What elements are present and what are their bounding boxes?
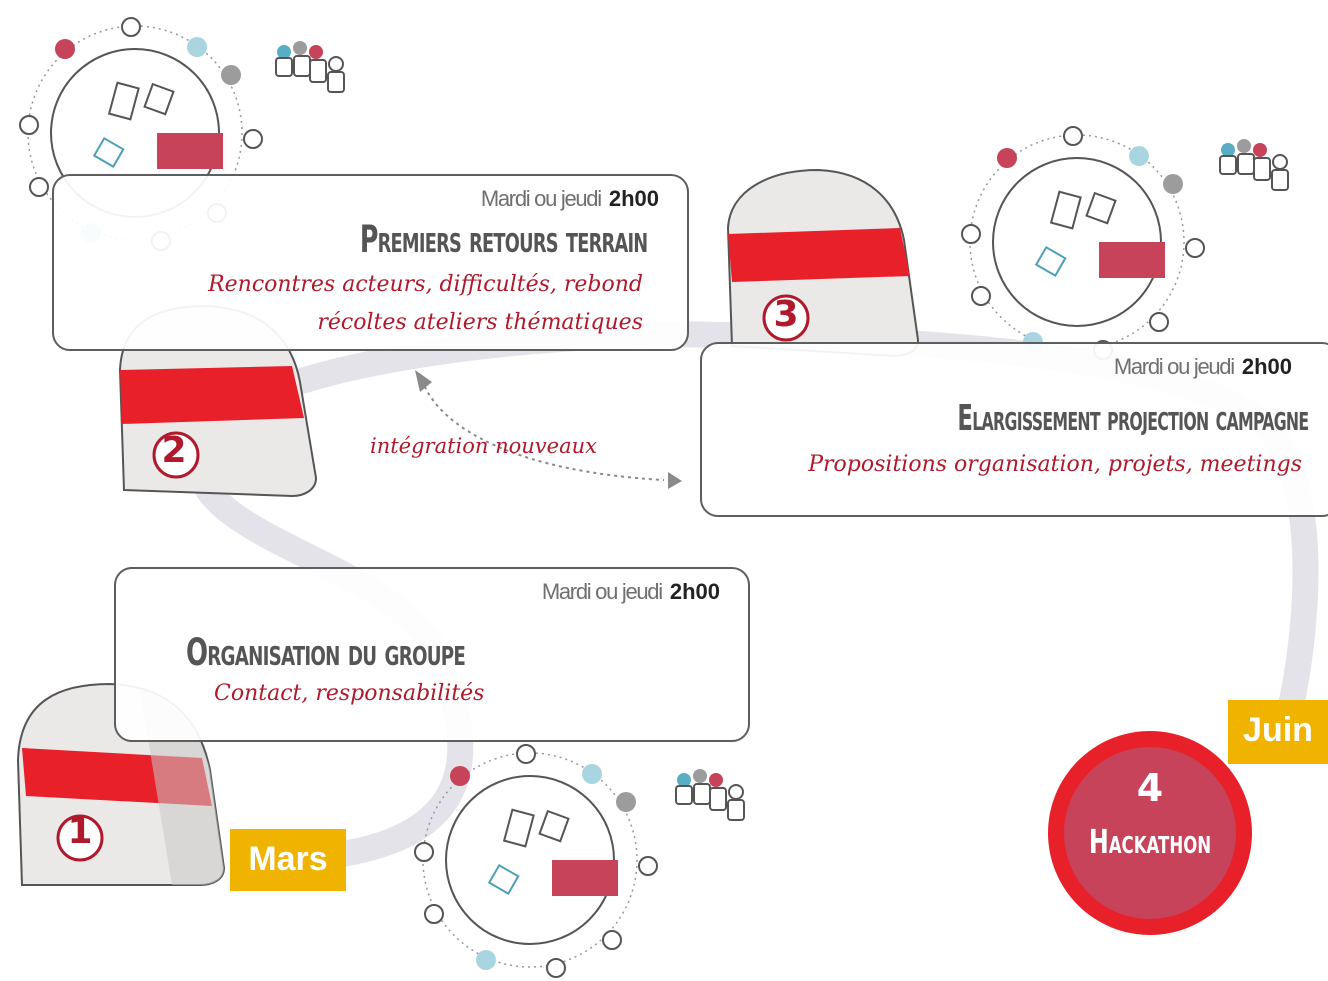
step-number-1: 1 [67, 811, 93, 852]
schedule-text: Mardi ou jeudi [480, 186, 602, 211]
double-arrow-icon [415, 370, 682, 489]
duration: 2h00 [1241, 354, 1292, 379]
step-description: Contact, responsabilités [214, 681, 485, 706]
step-description: Propositions organisation, projets, meet… [808, 452, 1302, 477]
meeting-circle-icon [961, 126, 1205, 360]
schedule-text: Mardi ou jeudi [1113, 354, 1235, 379]
step-description: Rencontres acteurs, difficultés, rebond [208, 272, 643, 297]
hackathon-number: 4 [1136, 766, 1164, 810]
step-description: récoltes ateliers thématiques [317, 310, 643, 335]
hackathon-circle [1048, 731, 1252, 935]
step-number-3: 3 [773, 294, 799, 335]
people-group-icon [1219, 138, 1289, 191]
hackathon-label: Hackathon [1088, 822, 1212, 861]
bag-icon [726, 168, 920, 358]
duration: 2h00 [608, 186, 659, 211]
arrow-label: intégration nouveaux [370, 434, 597, 458]
step-title: Premiers retours terrain [359, 218, 647, 261]
step-title: Elargissement projection campagne [956, 398, 1309, 439]
month-start-label: Mars [230, 829, 346, 891]
schedule-text: Mardi ou jeudi [541, 579, 663, 604]
meeting-circle-icon [414, 744, 658, 978]
step-number-2: 2 [161, 430, 187, 471]
month-end-label: Juin [1228, 700, 1328, 764]
duration: 2h00 [669, 579, 720, 604]
people-group-icon [275, 40, 345, 93]
people-group-icon [675, 768, 745, 821]
step-title: Organisation du groupe [186, 631, 466, 674]
